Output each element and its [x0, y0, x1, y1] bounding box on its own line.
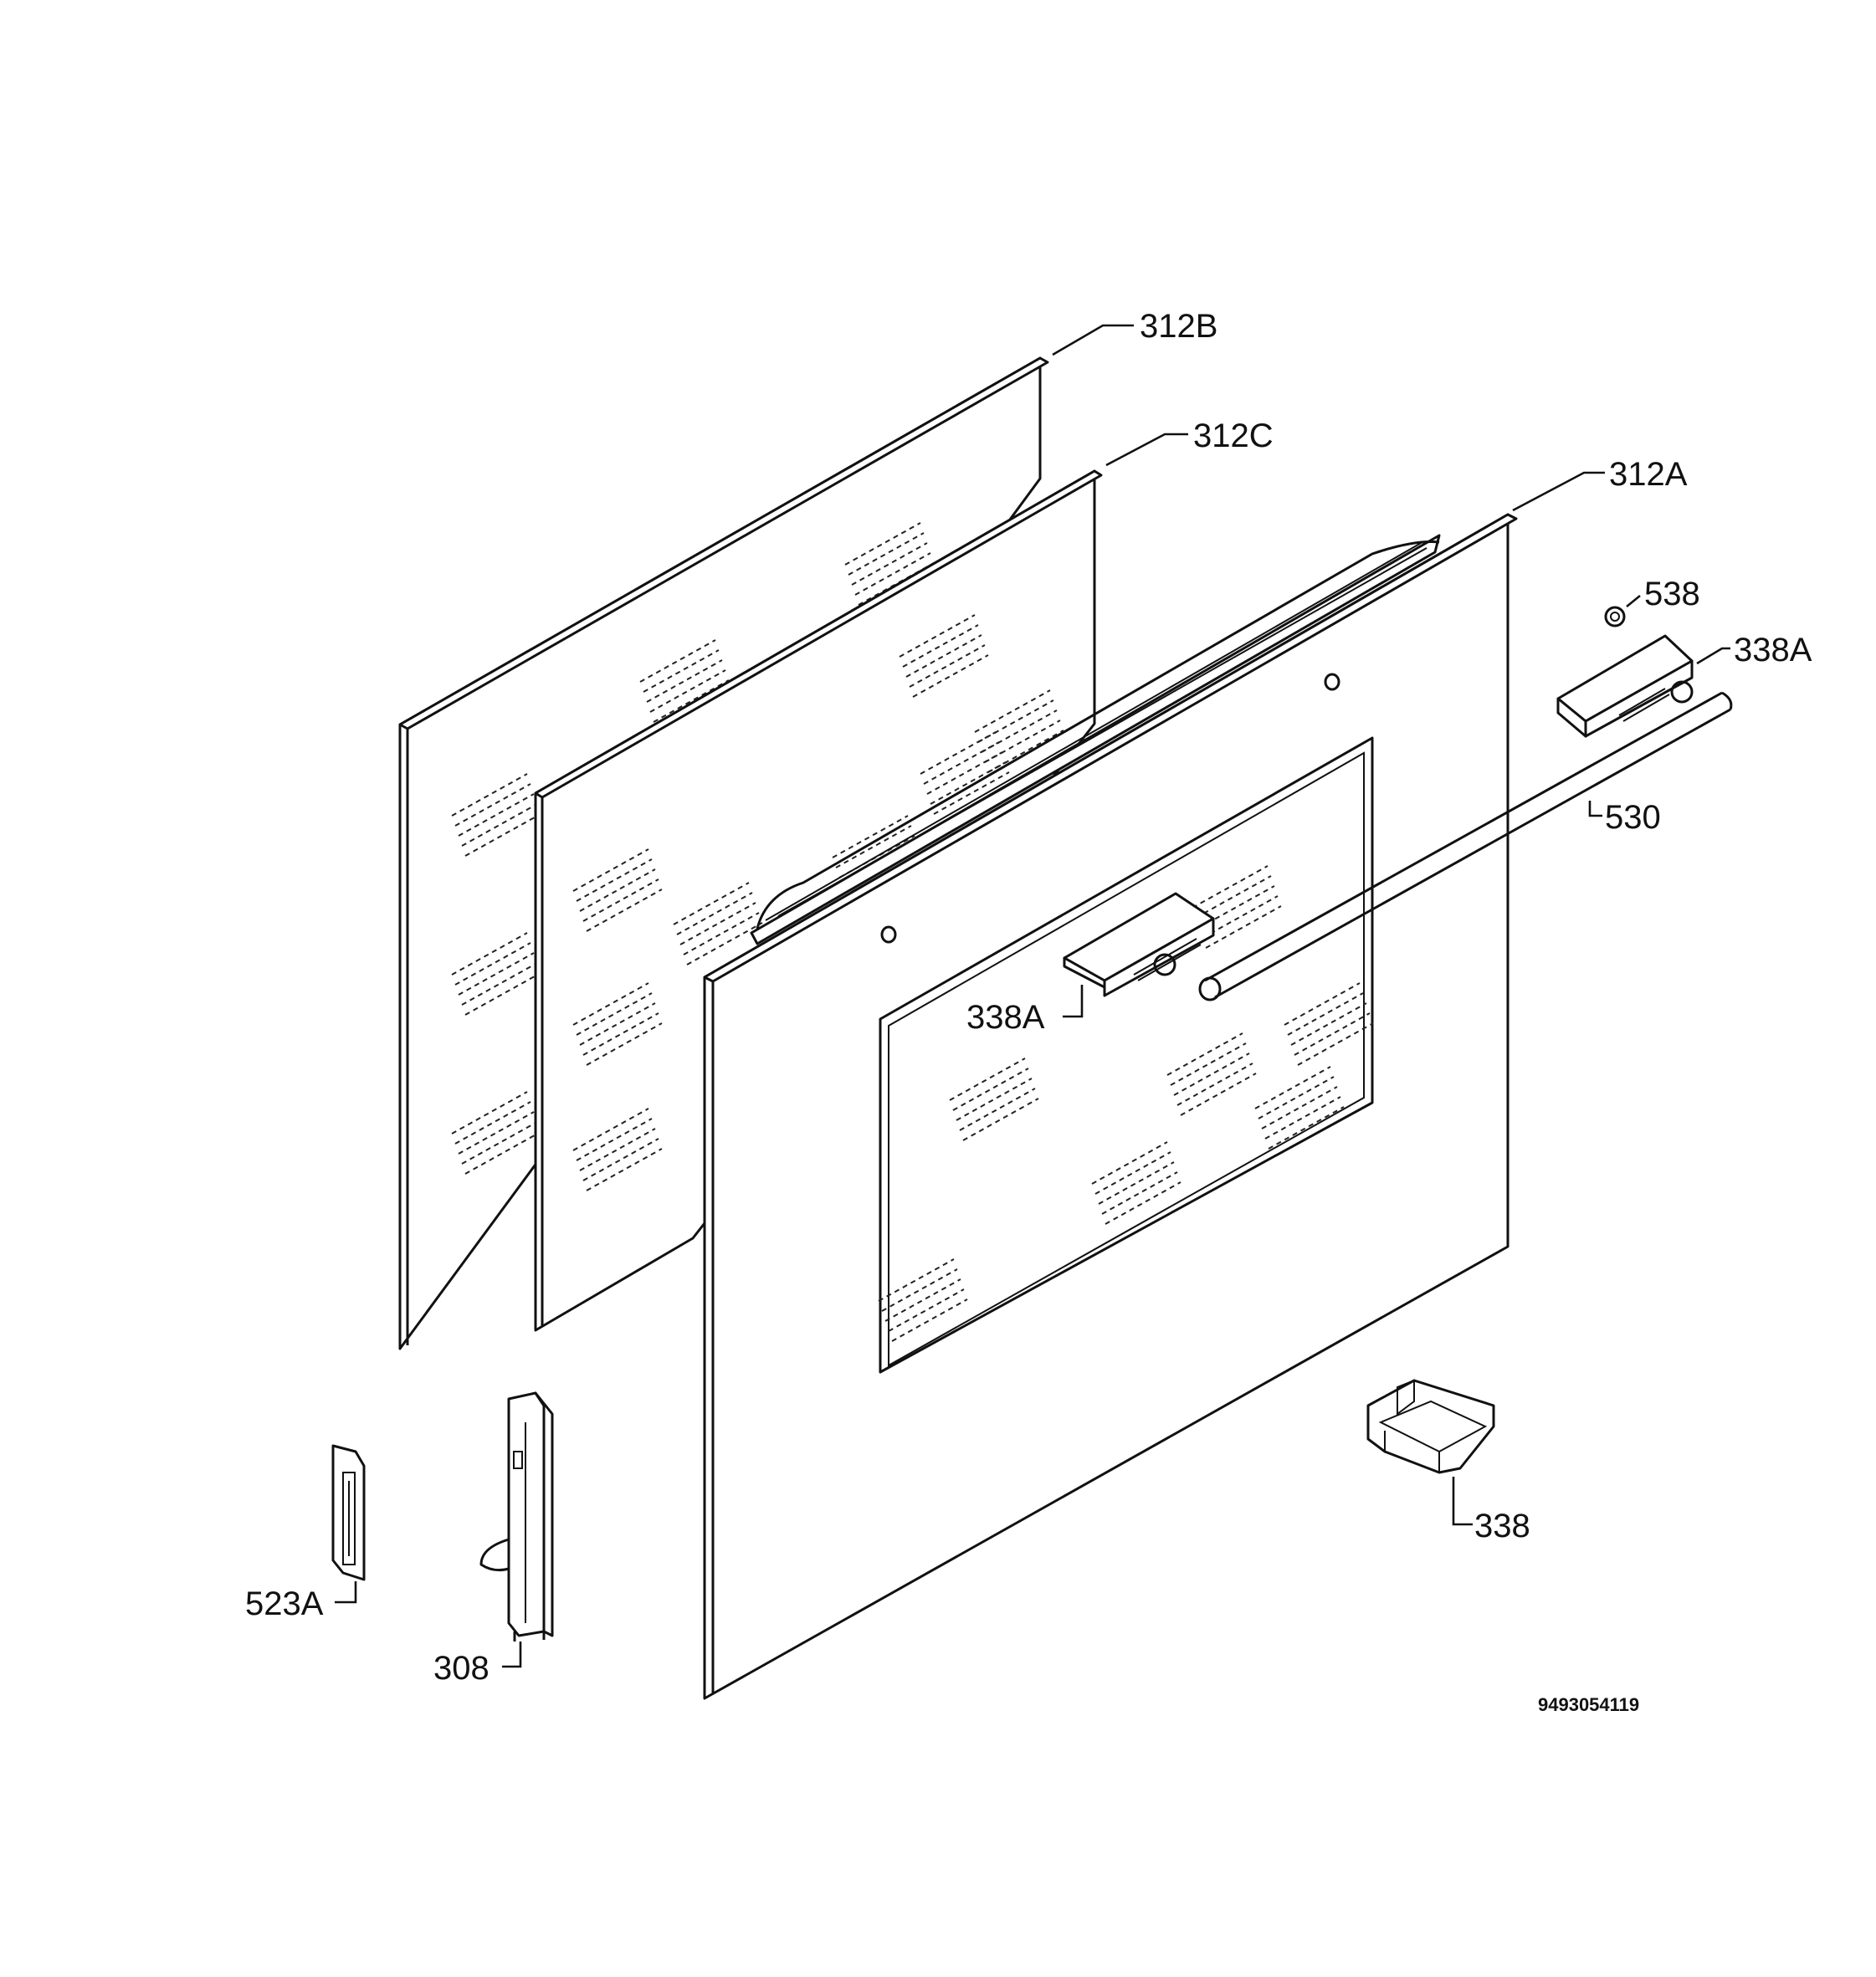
handle-bracket-338A-top	[1556, 634, 1694, 738]
hinge-cover-523A	[331, 1444, 366, 1581]
door-front-glass-312A	[703, 513, 1518, 1700]
handle-bracket-338A-mid	[1063, 892, 1215, 997]
label-312B: 312B	[1140, 308, 1217, 345]
label-530: 530	[1605, 799, 1661, 836]
label-338: 338	[1474, 1508, 1530, 1544]
part-label-group: 312B 312C 312A 538 338A 530 338A 338 523…	[245, 308, 1812, 1715]
label-338A-top: 338A	[1734, 632, 1812, 668]
label-312A: 312A	[1609, 456, 1688, 493]
nut-538	[1604, 606, 1626, 627]
label-338A-mid: 338A	[966, 999, 1045, 1036]
label-312C: 312C	[1193, 417, 1274, 454]
drawing-code: 9493054119	[1538, 1694, 1639, 1715]
hinge-308	[479, 1391, 554, 1642]
label-308: 308	[433, 1650, 490, 1687]
latch-338	[1366, 1379, 1495, 1474]
label-538: 538	[1644, 576, 1700, 612]
label-523A: 523A	[245, 1585, 324, 1622]
handle-rod-530	[1198, 691, 1733, 1001]
leader-lines	[335, 324, 1730, 1668]
